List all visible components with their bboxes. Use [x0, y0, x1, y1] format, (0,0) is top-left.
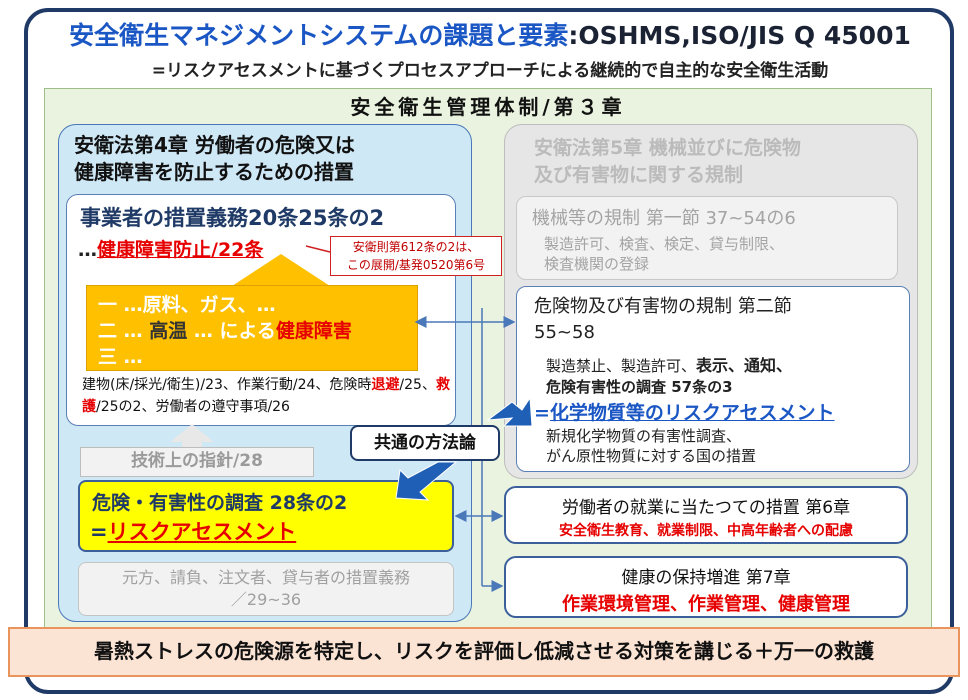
chemical-risk-assessment: =化学物質等のリスクアセスメント [534, 402, 835, 424]
article22-label: …健康障害防止/22条 [78, 239, 264, 261]
technical-guideline: 技術上の指針/28 [80, 447, 314, 477]
page-title: 安全衛生マネジメントシステムの課題と要素:OSHMS,ISO/JIS Q 450… [69, 21, 911, 50]
hazmat-survey: 危険有害性の調査 57条の3 [546, 378, 733, 396]
chapter4-title: 安衛法第4章 労働者の危険又は健康障害を防止するための措置 [74, 133, 355, 184]
item-3: 三 … [98, 346, 143, 368]
chapter7-title: 健康の保持増進 第7章 [621, 568, 791, 588]
bottom-summary: 暑熱ストレスの危険源を特定し、リスクを評価し低減させる対策を講じる＋万一の救護 [8, 627, 960, 677]
gray-up-arrow [170, 424, 214, 442]
hazmat-desc: 製造禁止、製造許可、表示、通知、 [546, 356, 793, 375]
chapter6-box [504, 486, 908, 544]
chapter7-box [504, 556, 908, 618]
articles-23-26: 建物(床/採光/衛生)/23、作業行動/24、危険時退避/25、救護/25の2、… [82, 377, 450, 415]
contractor-duty-box: 元方、請負、注文者、貸与者の措置義務／29~36 [78, 562, 454, 616]
risk-assessment-label: =リスクアセスメント [90, 520, 297, 544]
system-title: 安全衛生管理体制/第３章 [350, 95, 626, 119]
common-methodology: 共通の方法論 [350, 425, 500, 461]
chapter6-title: 労働者の就業に当たつての措置 第6章 [561, 498, 851, 518]
item-2: 二 … 高温 … による健康障害 [98, 320, 352, 342]
article22-items-box [86, 285, 418, 371]
up-arrow-stem [252, 286, 310, 296]
hazmat-desc-2: 新規化学物質の有害性調査、がん原性物質に対する国の措置 [546, 427, 757, 465]
regulation-callout: 安衛則第612条の2は、この展開/基発0520第6号 [330, 236, 502, 276]
up-arrow [229, 254, 333, 288]
page-subtitle: =リスクアセスメントに基づくプロセスアプローチによる継続的で自主的な安全衛生活動 [151, 61, 829, 81]
item-1: 一 …原料、ガス、… [98, 294, 276, 316]
machine-regulation-box [516, 196, 898, 280]
hazmat-regulation-box [516, 286, 910, 472]
chapter6-desc: 安全衛生教育、就業制限、中高年齢者への配慮 [559, 523, 853, 539]
gray-up-arrow-stem [182, 441, 202, 449]
machine-regulation-desc: 製造許可、検査、検定、貸与制限、検査機関の登録 [544, 235, 785, 273]
chapter5-title: 安衛法第5章 機械並びに危険物及び有害物に関する規制 [534, 137, 801, 186]
risk-assessment-box [78, 480, 454, 552]
employer-duty-title: 事業者の措置義務20条25条の2 [80, 206, 385, 230]
machine-regulation-title: 機械等の規制 第一節 37~54の6 [532, 208, 796, 229]
chapter7-desc: 作業環境管理、作業管理、健康管理 [562, 594, 850, 615]
hazard-survey-label: 危険・有害性の調査 28条の2 [92, 492, 348, 514]
